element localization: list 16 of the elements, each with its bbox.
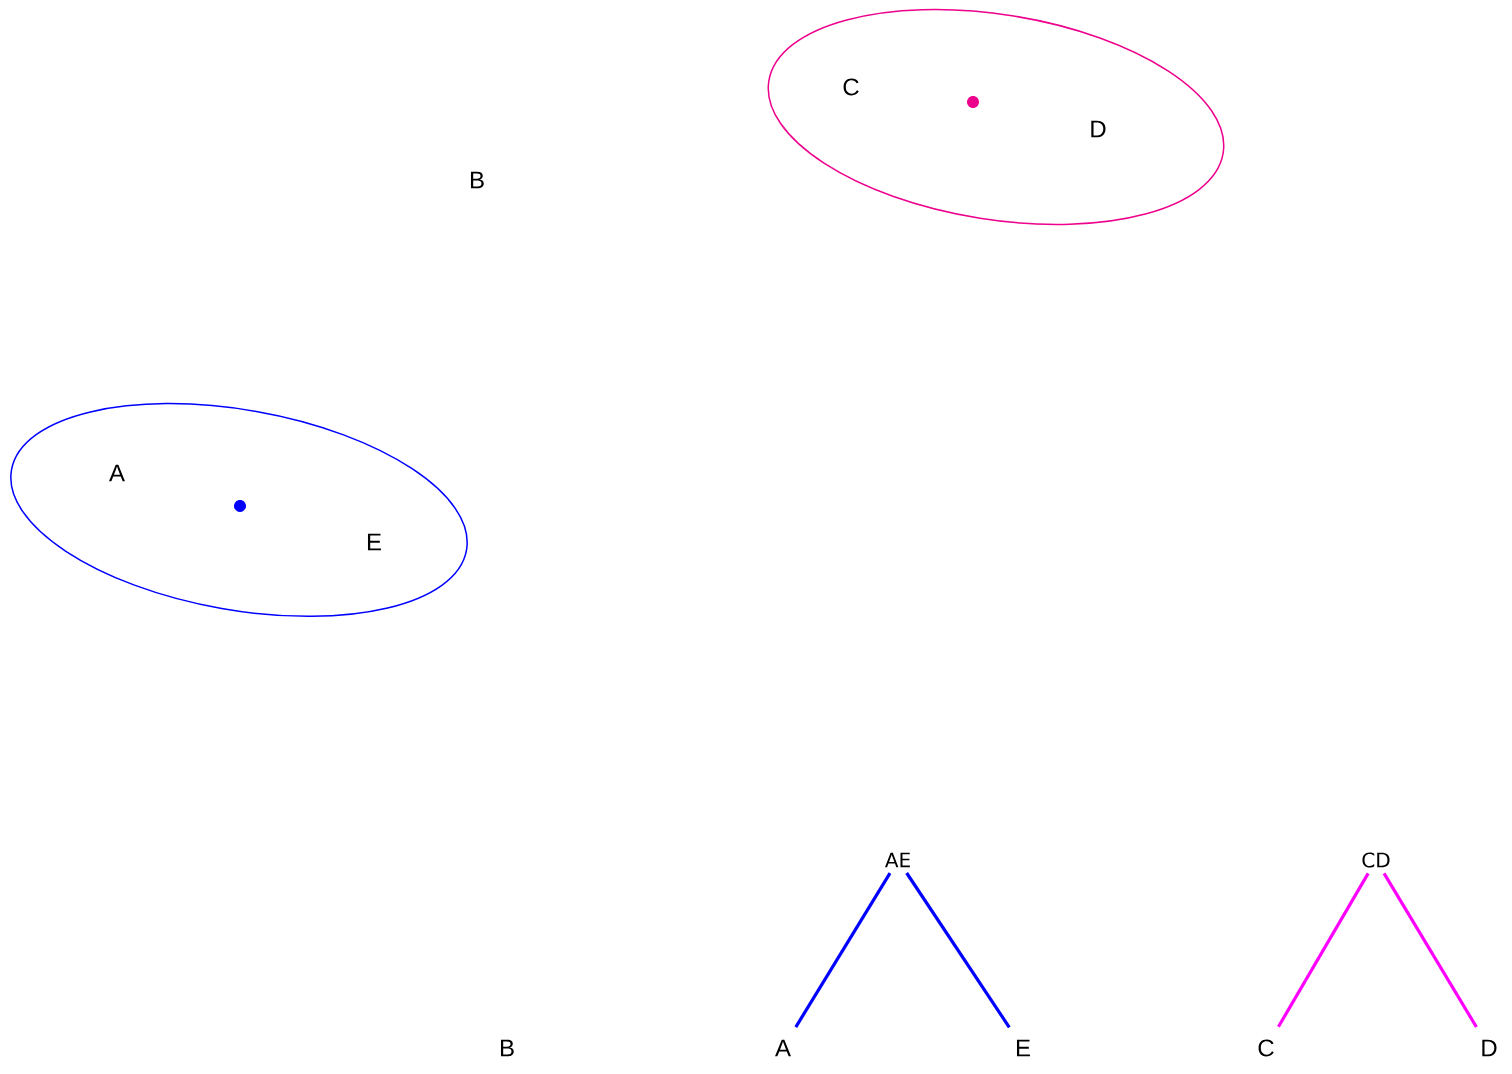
letter-label: C	[1258, 1039, 1274, 1057]
letter-label: E	[1017, 1039, 1030, 1057]
tree-branch	[794, 872, 892, 1028]
tree-branch	[1277, 872, 1370, 1028]
letter-label: D	[1482, 1039, 1497, 1057]
cluster-label: AE	[885, 852, 910, 868]
letter-label: D	[1091, 120, 1106, 138]
letter-label: B	[471, 171, 484, 189]
tree-branch	[1382, 872, 1478, 1028]
cluster-label: CD	[1362, 852, 1390, 868]
letter-label: B	[501, 1039, 514, 1057]
letter-label: E	[368, 533, 381, 551]
letter-label: A	[109, 464, 125, 482]
tree-branch	[905, 872, 1011, 1029]
letter-label: C	[843, 78, 859, 96]
letter-label: A	[775, 1039, 791, 1057]
